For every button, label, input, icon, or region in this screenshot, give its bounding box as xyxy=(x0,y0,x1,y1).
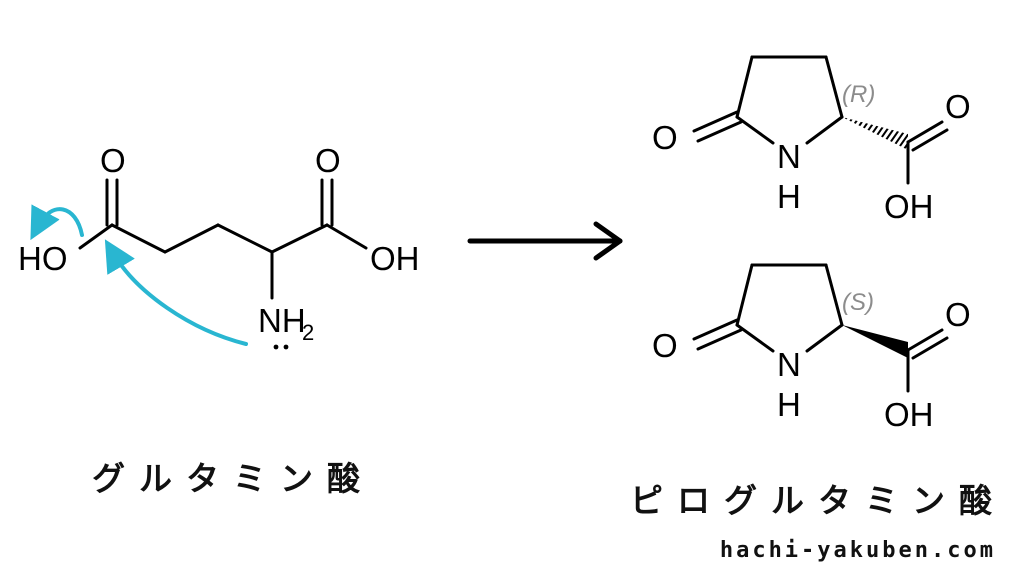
glu-oh-label: OH xyxy=(370,240,420,277)
r-o-acid-label: O xyxy=(945,88,971,125)
r-pyroglutamic-structure xyxy=(692,55,949,185)
glu-nh-subscript: 2 xyxy=(302,320,314,345)
s-o-ring-label: O xyxy=(652,327,678,364)
site-watermark: hachi-yakuben.com xyxy=(719,538,996,563)
s-h-label: H xyxy=(777,386,801,423)
nucleophilic-attack-arrow xyxy=(104,239,248,346)
glu-ho-label: HO xyxy=(18,240,68,277)
glu-o-right-label: O xyxy=(315,142,341,179)
r-h-label: H xyxy=(777,178,801,215)
glutamic-acid-caption: グルタミン酸 xyxy=(92,459,374,498)
s-o-acid-label: O xyxy=(945,296,971,333)
r-hashed-wedge xyxy=(842,117,908,150)
leaving-group-arrow xyxy=(30,204,84,241)
reaction-arrow xyxy=(467,221,623,261)
r-n-label: N xyxy=(777,138,801,175)
pyroglutamic-acid-caption: ピログルタミン酸 xyxy=(630,481,1006,520)
s-n-label: N xyxy=(777,346,801,383)
lone-pair-dots xyxy=(273,344,289,350)
r-stereo-label: (R) xyxy=(842,81,875,108)
glu-nh-label: NH xyxy=(258,302,306,339)
r-oh-label: OH xyxy=(884,188,934,225)
s-solid-wedge xyxy=(842,325,908,358)
s-pyroglutamic-structure xyxy=(692,263,949,393)
s-stereo-label: (S) xyxy=(842,289,874,316)
r-o-ring-label: O xyxy=(652,119,678,156)
glutamic-acid-structure xyxy=(78,178,368,300)
glu-o-left-label: O xyxy=(100,142,126,179)
s-oh-label: OH xyxy=(884,396,934,433)
